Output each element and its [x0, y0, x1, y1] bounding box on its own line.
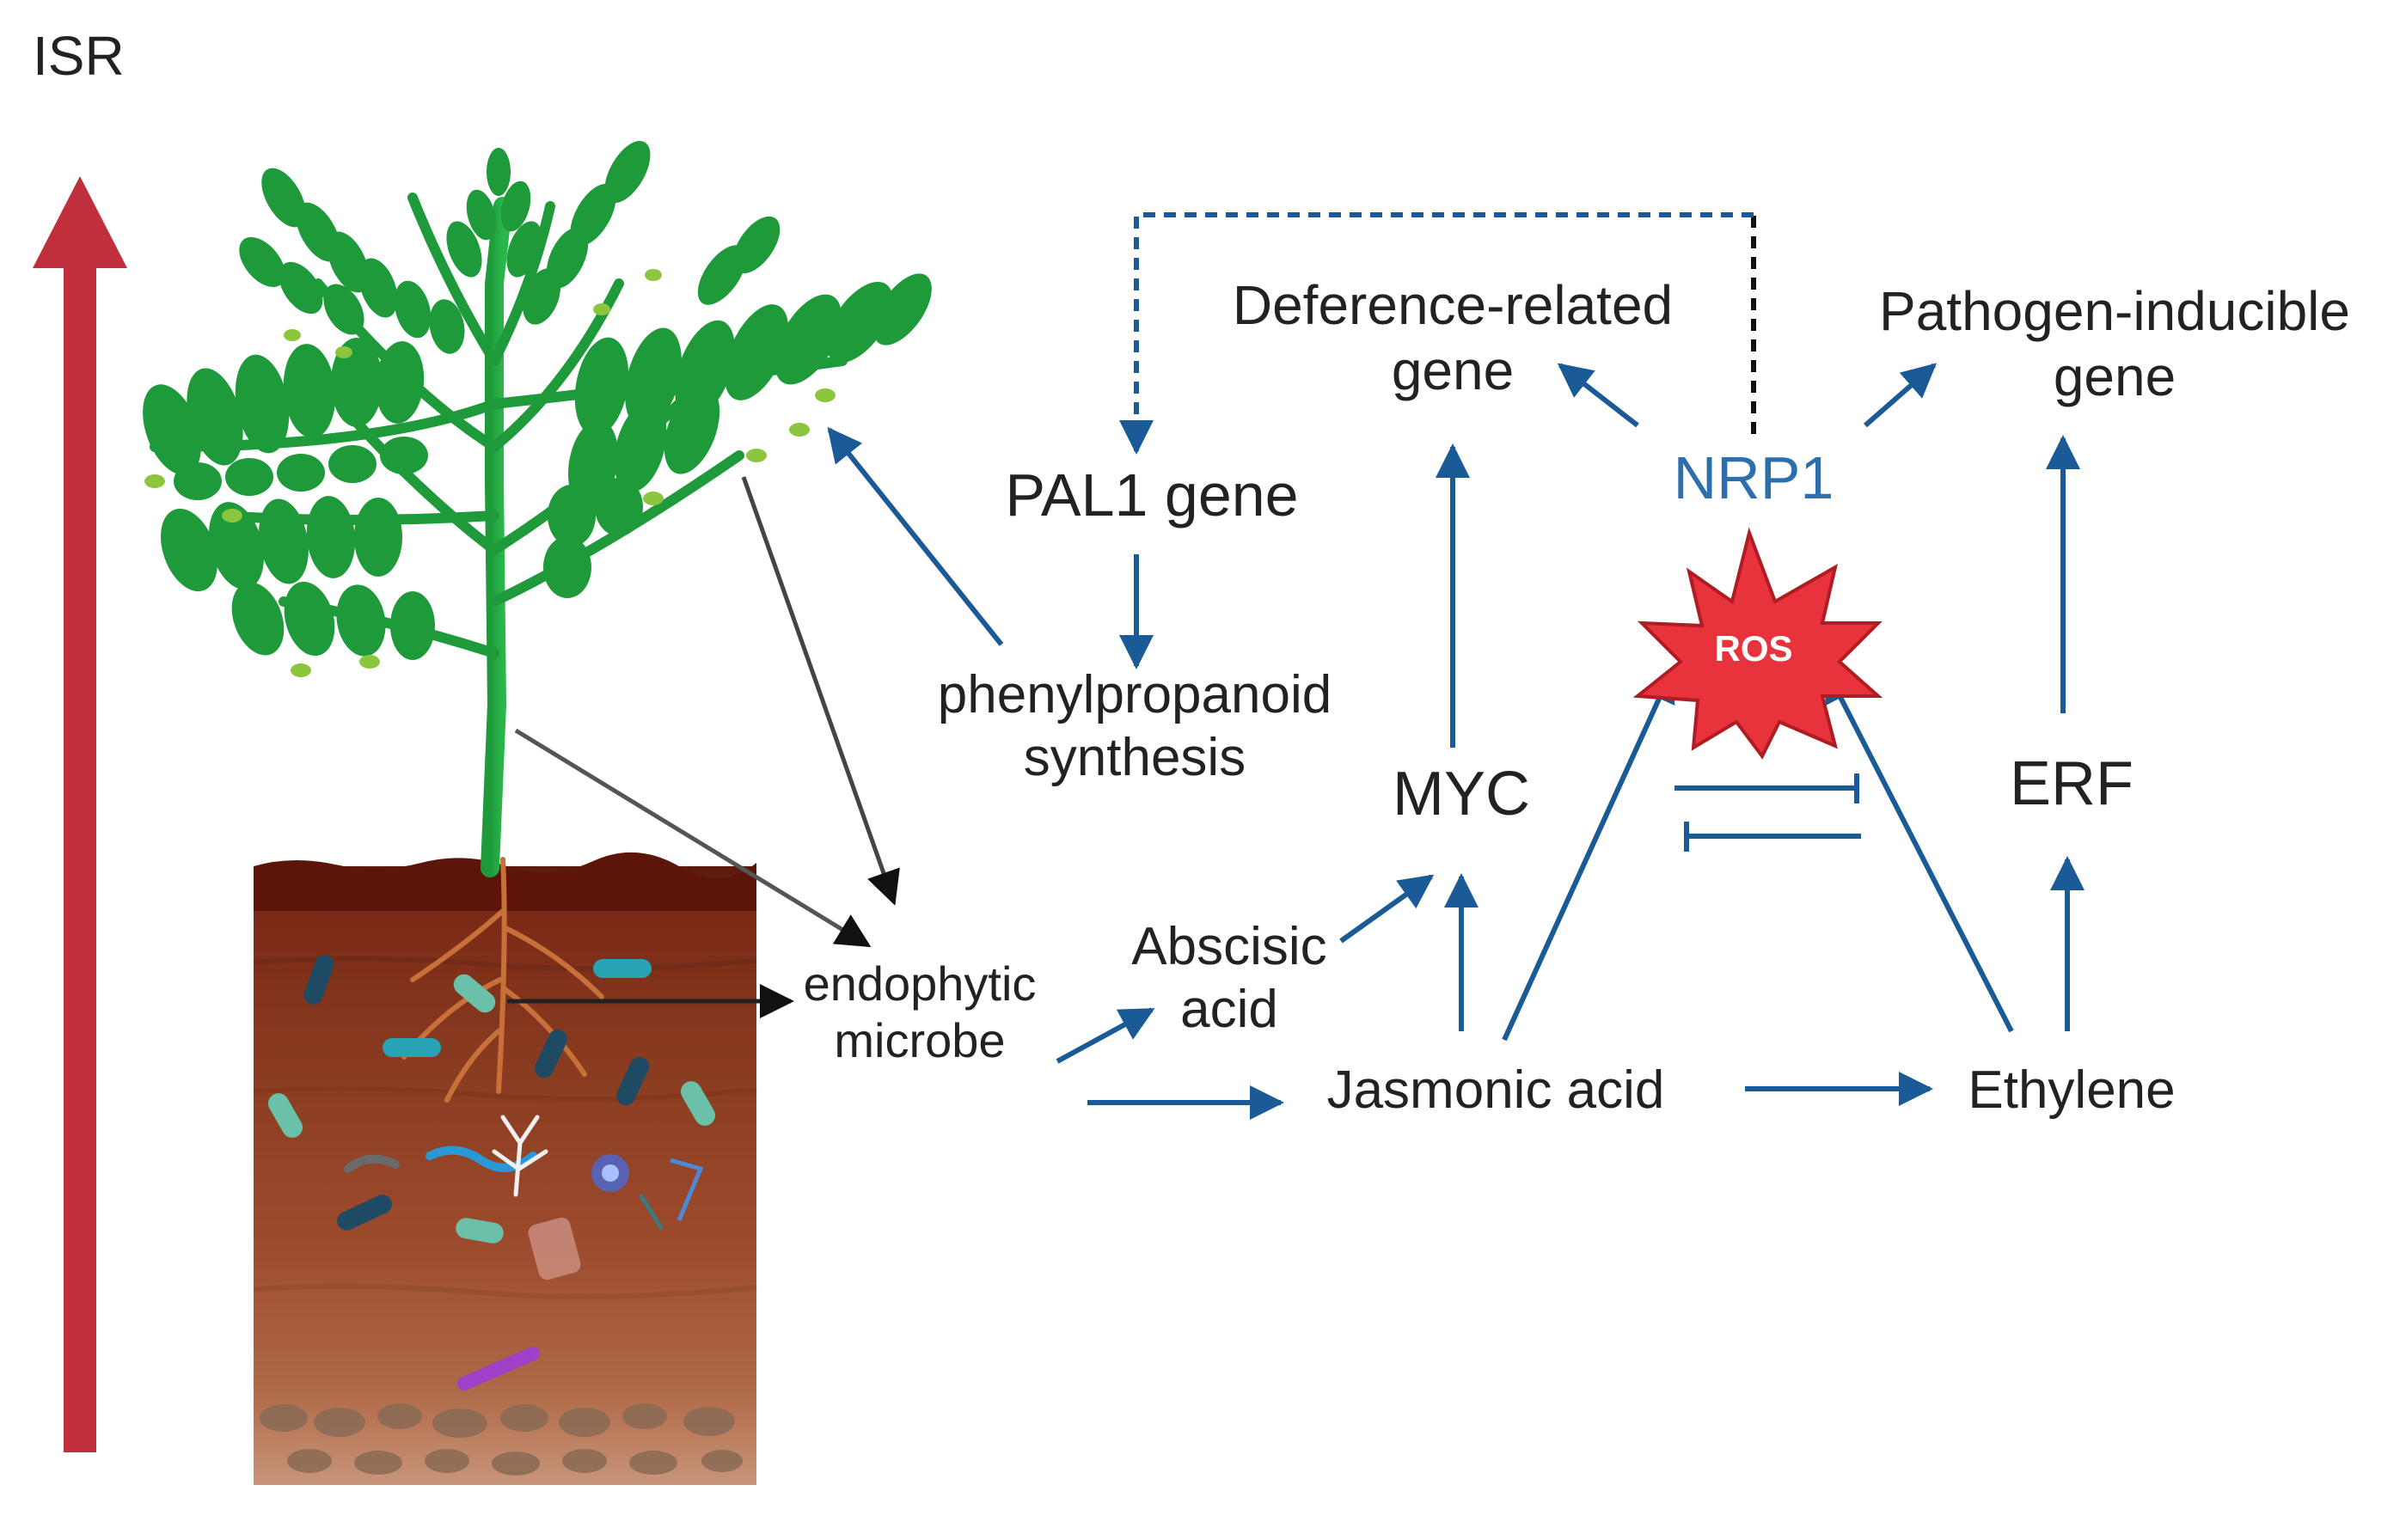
- arrow-microbe-to-abscisic: [1056, 1007, 1155, 1064]
- nrp1-label: NRP1: [1673, 444, 1834, 511]
- feedback-dashed-line: [1119, 212, 1756, 455]
- starburst-icon: [1632, 527, 1883, 760]
- plant-to-microbe-arrows: [507, 476, 900, 1018]
- myc-label: MYC: [1393, 760, 1530, 828]
- microbe-icons: [268, 955, 715, 1390]
- arrow-nrp1-to-pathogen: [1864, 363, 1938, 428]
- abscisic-acid-label: Abscisic acid: [1131, 917, 1327, 1040]
- pathogen-inducible-gene-label: Pathogen-inducible gene: [1879, 280, 2350, 407]
- arrow-ethylene-to-ros: [1824, 667, 2014, 1033]
- endophytic-microbe-label: endophytic microbe: [803, 956, 1037, 1068]
- arrow-abscisic-to-myc: [1339, 874, 1435, 944]
- isr-label: ISR: [33, 25, 125, 87]
- isr-arrow: [33, 176, 127, 1452]
- ros-label: ROS: [1714, 628, 1793, 669]
- pal1-gene-label: PAL1 gene: [1005, 461, 1299, 529]
- deference-related-gene-label: Deference-related gene: [1232, 274, 1674, 401]
- erf-label: ERF: [2010, 749, 2134, 818]
- jasmonic-acid-label: Jasmonic acid: [1326, 1060, 1665, 1120]
- soil-profile-icon: [253, 852, 757, 1485]
- ethylene-label: Ethylene: [1968, 1060, 2176, 1120]
- plant-icon: [143, 140, 932, 877]
- phenylpropanoid-synthesis-label: phenylpropanoid synthesis: [937, 665, 1332, 788]
- arrow-jasmonic-to-ros: [1502, 667, 1675, 1042]
- arrow-nrp1-to-deference: [1557, 363, 1639, 428]
- arrow-phenyl-to-plant: [827, 426, 1004, 646]
- mutual-inhibition-bars: [1674, 773, 1861, 852]
